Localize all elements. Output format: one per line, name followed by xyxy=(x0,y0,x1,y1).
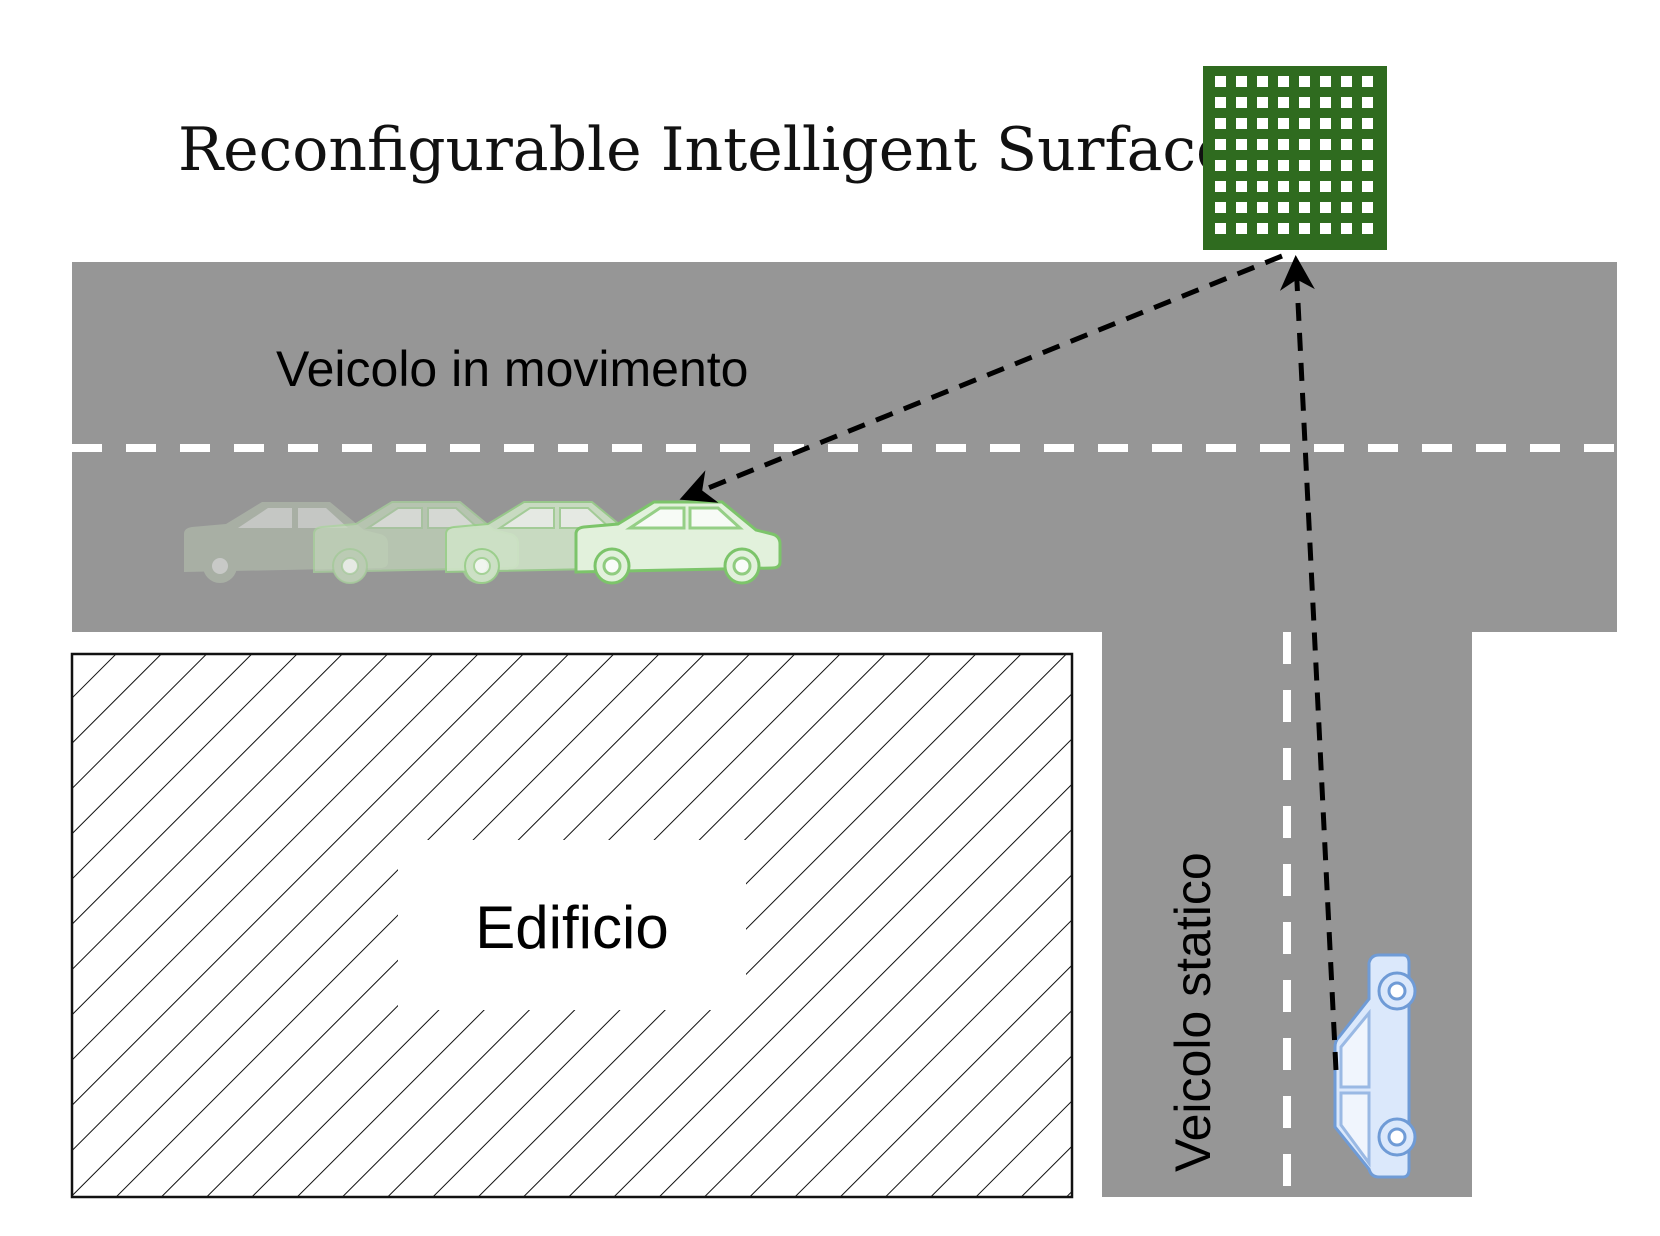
ris-element xyxy=(1299,202,1310,213)
ris-element xyxy=(1215,139,1226,150)
ris-element xyxy=(1257,223,1268,234)
ris-element xyxy=(1299,139,1310,150)
ris-element xyxy=(1236,139,1247,150)
ris-element xyxy=(1320,118,1331,129)
ris-element xyxy=(1320,181,1331,192)
ris-element xyxy=(1362,160,1373,171)
ris-element xyxy=(1257,139,1268,150)
ris-element xyxy=(1236,181,1247,192)
ris-element xyxy=(1362,118,1373,129)
ris-element xyxy=(1215,76,1226,87)
ris-element xyxy=(1278,160,1289,171)
ris-element xyxy=(1215,181,1226,192)
car-top-rotated-icon xyxy=(1333,953,1417,1179)
ris-element xyxy=(1278,139,1289,150)
ris-element xyxy=(1341,118,1352,129)
ris-element xyxy=(1299,223,1310,234)
ris-element xyxy=(1236,97,1247,108)
ris-element xyxy=(1341,160,1352,171)
moving-vehicle-label: Veicolo in movimento xyxy=(276,341,748,397)
building-label-background xyxy=(398,840,746,1010)
ris-element xyxy=(1236,118,1247,129)
ris-element xyxy=(1299,97,1310,108)
ris-element xyxy=(1341,139,1352,150)
ris-element xyxy=(1299,160,1310,171)
ris-element xyxy=(1257,118,1268,129)
ris-element xyxy=(1257,181,1268,192)
ris-element xyxy=(1320,97,1331,108)
building-label: Edificio xyxy=(475,894,668,961)
ris-element xyxy=(1215,97,1226,108)
ris-element xyxy=(1362,139,1373,150)
ris-element xyxy=(1320,139,1331,150)
ris-element xyxy=(1236,202,1247,213)
ris-element xyxy=(1278,223,1289,234)
ris-element xyxy=(1236,160,1247,171)
ris-element xyxy=(1278,181,1289,192)
ris-to-moving-vehicle-link xyxy=(679,253,1283,503)
ris-element xyxy=(1362,223,1373,234)
ris-element xyxy=(1341,223,1352,234)
static-vehicle-label: Veicolo statico xyxy=(1165,852,1221,1172)
ris-element xyxy=(1299,76,1310,87)
ris-element xyxy=(1215,202,1226,213)
ris-element xyxy=(1215,223,1226,234)
ris-element xyxy=(1299,181,1310,192)
ris-element xyxy=(1320,223,1331,234)
ris-element xyxy=(1278,97,1289,108)
reconfigurable-intelligent-surface-icon xyxy=(1203,66,1387,250)
ris-element xyxy=(1257,76,1268,87)
static-vehicle-to-ris-link xyxy=(1279,255,1339,1071)
ris-element xyxy=(1341,76,1352,87)
ris-element xyxy=(1320,76,1331,87)
ris-element xyxy=(1362,202,1373,213)
ris-element xyxy=(1257,202,1268,213)
ris-element xyxy=(1257,160,1268,171)
ris-element xyxy=(1362,97,1373,108)
ris-element xyxy=(1341,97,1352,108)
ris-element xyxy=(1299,118,1310,129)
ris-element xyxy=(1278,202,1289,213)
ris-element xyxy=(1320,202,1331,213)
ris-element xyxy=(1278,118,1289,129)
ris-element xyxy=(1236,223,1247,234)
ris-element xyxy=(1362,181,1373,192)
diagram-title: Reconfigurable Intelligent Surface xyxy=(178,115,1232,185)
ris-element xyxy=(1215,118,1226,129)
ris-element xyxy=(1320,160,1331,171)
ris-element xyxy=(1257,97,1268,108)
ris-element xyxy=(1278,76,1289,87)
ris-element xyxy=(1362,76,1373,87)
ris-element xyxy=(1341,181,1352,192)
ris-element xyxy=(1236,76,1247,87)
ris-element xyxy=(1215,160,1226,171)
ris-element xyxy=(1341,202,1352,213)
